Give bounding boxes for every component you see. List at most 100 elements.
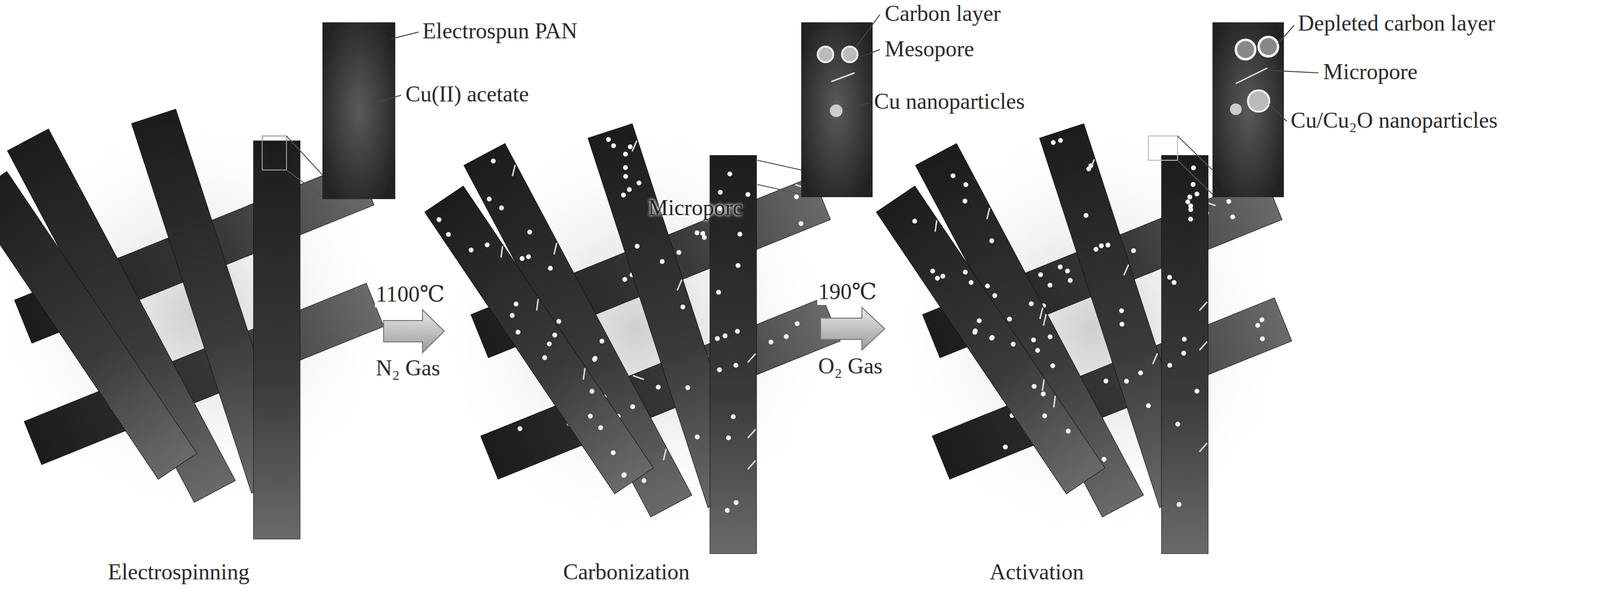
nanoparticle-dot <box>1093 246 1100 253</box>
inset-zoom <box>322 22 396 200</box>
nanoparticle-dot <box>1194 191 1200 197</box>
nanoparticle-dot <box>911 217 919 225</box>
nanoparticle-dot <box>1229 213 1236 220</box>
nanoparticle-dot <box>545 340 553 348</box>
nanoparticle-dot <box>1130 247 1137 254</box>
nanoparticle-dot <box>1188 203 1194 209</box>
nanoparticle <box>829 104 843 118</box>
nanoparticle-dot <box>1167 274 1173 280</box>
nanoparticle-dot <box>1188 216 1194 222</box>
pore-mark <box>831 72 855 82</box>
condition-label: 190℃ <box>817 279 878 305</box>
condition-label: 1100℃ <box>374 281 446 308</box>
inset-zoom <box>1212 22 1284 198</box>
nanoparticle-dot <box>1258 316 1265 323</box>
nanoparticle-dot <box>622 173 629 180</box>
nanoparticle-dot <box>1175 421 1180 427</box>
nanoparticle-dot <box>622 164 629 171</box>
background-haze <box>432 116 841 544</box>
pore-crack <box>982 207 994 219</box>
stage-label: Activation <box>989 559 1084 586</box>
nanoparticle-dot <box>610 142 617 150</box>
pore-crack <box>1199 442 1208 452</box>
nanoparticle-dot <box>733 500 739 506</box>
nanoparticle-dot <box>1104 241 1112 249</box>
fiber-bundles <box>0 109 1292 554</box>
nanoparticle-dot <box>489 157 497 165</box>
part-label: Carbon layer <box>884 0 1001 27</box>
pore-crack <box>1199 302 1208 311</box>
nanoparticle-dot <box>658 258 666 265</box>
pore-crack <box>578 368 590 380</box>
fiber <box>253 140 301 539</box>
nanoparticle-dot <box>1034 347 1042 354</box>
nanoparticle-dot <box>967 279 975 287</box>
fiber-bundle <box>424 123 841 554</box>
pore-crack <box>531 298 543 311</box>
fiber <box>1161 155 1209 554</box>
leader-line <box>369 95 402 105</box>
pore-crack <box>1149 353 1161 365</box>
nanoparticle-dot <box>605 136 612 143</box>
nanoparticle-dot <box>525 253 533 261</box>
nanoparticle-dot <box>976 317 983 324</box>
nanoparticle-dot <box>716 289 722 295</box>
zoom-line <box>286 169 323 197</box>
nanoparticle-dot <box>737 231 743 237</box>
nanoparticle-dot <box>733 362 739 368</box>
pore-crack <box>1048 395 1061 408</box>
nanoparticle-dot <box>445 231 453 238</box>
pore-crack <box>1121 264 1132 276</box>
nanoparticle-dot <box>1030 336 1038 344</box>
nanoparticle-dot <box>1254 321 1262 329</box>
nanoparticle-dot <box>693 229 701 236</box>
nanoparticle-dot <box>1225 198 1232 205</box>
leader-line <box>1269 70 1319 73</box>
nanoparticle-dot <box>991 292 999 300</box>
nanoparticle-dot <box>984 282 992 290</box>
nanoparticle-dot <box>1187 194 1193 200</box>
stage-label: Carbonization <box>563 559 691 586</box>
pore-crack <box>1087 159 1098 170</box>
pore-crack <box>632 372 644 384</box>
nanoparticle-dot <box>1057 263 1064 270</box>
nanoparticle-dot <box>1030 383 1038 390</box>
nanoparticle-dot <box>1046 333 1054 341</box>
part-label: Cu(II) acetate <box>405 81 529 108</box>
nanoparticle-dot <box>1027 300 1035 308</box>
nanoparticle-dot <box>730 414 736 420</box>
nanoparticle-dot <box>961 197 969 205</box>
nanoparticle-dot <box>1145 402 1152 409</box>
nanoparticle-dot <box>1006 315 1013 323</box>
pore-crack <box>659 448 671 460</box>
nanoparticle-dot <box>714 336 720 341</box>
nanoparticle-dot <box>717 367 723 373</box>
zoom-line <box>286 135 323 175</box>
nanoparticle-dot <box>547 265 555 272</box>
inset-zoom <box>801 22 873 198</box>
pore-crack <box>674 279 685 291</box>
leader-line <box>1278 25 1295 44</box>
nanoparticle-dot <box>588 387 596 395</box>
nanoparticle-dot <box>1066 277 1074 284</box>
zoom-line <box>757 184 802 195</box>
pore-mark <box>1235 67 1268 84</box>
pore-crack <box>508 164 520 176</box>
nanoparticle-dot <box>679 303 687 311</box>
nanoparticle <box>1229 103 1242 116</box>
nanoparticle-dot <box>609 449 617 456</box>
nanoparticle-dot <box>934 274 942 282</box>
condition-label: O₂ Gas <box>817 353 884 380</box>
part-label: Electrospun PAN <box>422 18 578 45</box>
nanoparticle-dot <box>767 338 775 346</box>
nanoparticle-dot <box>655 384 662 391</box>
part-label: Microporc <box>648 195 743 221</box>
nanoparticle-dot <box>629 403 637 411</box>
nanoparticle-dot <box>1191 165 1196 171</box>
nanoparticle <box>1235 39 1256 60</box>
nanoparticle-dot <box>483 241 491 249</box>
leader-line <box>1269 103 1287 122</box>
nanoparticle-dot <box>745 191 751 197</box>
leader-line <box>855 14 880 48</box>
nanoparticle-dot <box>541 354 549 362</box>
